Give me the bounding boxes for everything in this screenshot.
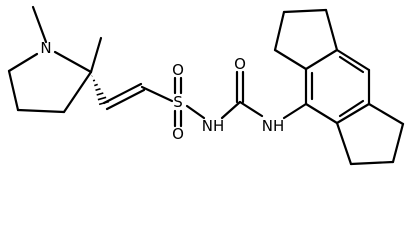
bond-vinyl-s [140, 85, 174, 103]
bond-carbonyl-nh [238, 100, 264, 118]
bond-nh-carbonyl [220, 100, 242, 120]
cyclopentane-ring-top [273, 8, 339, 71]
bond-vinyl-double-b [105, 88, 146, 111]
pyrrolidine-ring [7, 5, 103, 114]
benzene-ring [304, 48, 371, 125]
bond-c3-c2 [62, 70, 93, 114]
sulfur-label: S [173, 93, 183, 111]
sulfonyl-oxygen-top-label: O [172, 61, 184, 79]
bond-c5-c4 [7, 69, 20, 112]
cyclopentane-ring-bottom [335, 102, 405, 166]
bond-n-c5 [7, 52, 39, 73]
bond-n-c2 [53, 50, 93, 74]
bond-vinyl-double-a [102, 82, 143, 105]
carbonyl-oxygen-label: O [234, 55, 246, 73]
amide-nh-label: NH [202, 117, 225, 135]
bond-n-methyl [31, 5, 48, 44]
bond-s-nh [185, 104, 206, 120]
urea-group [220, 70, 308, 120]
aryl-nh-label: NH [262, 117, 285, 135]
hashed-wedge-bond [91, 75, 110, 106]
vinyl-linker [102, 82, 174, 111]
ring-nitrogen-label: N [40, 39, 51, 57]
bond-c4-c3 [16, 108, 66, 114]
sulfonyl-oxygen-bottom-label: O [172, 125, 184, 143]
molecule-diagram: N S O O NH O NH [7, 5, 405, 166]
sulfonyl-group [173, 76, 206, 128]
bond-nh-aryl [282, 102, 308, 120]
bond-c2-methyl [89, 36, 103, 74]
